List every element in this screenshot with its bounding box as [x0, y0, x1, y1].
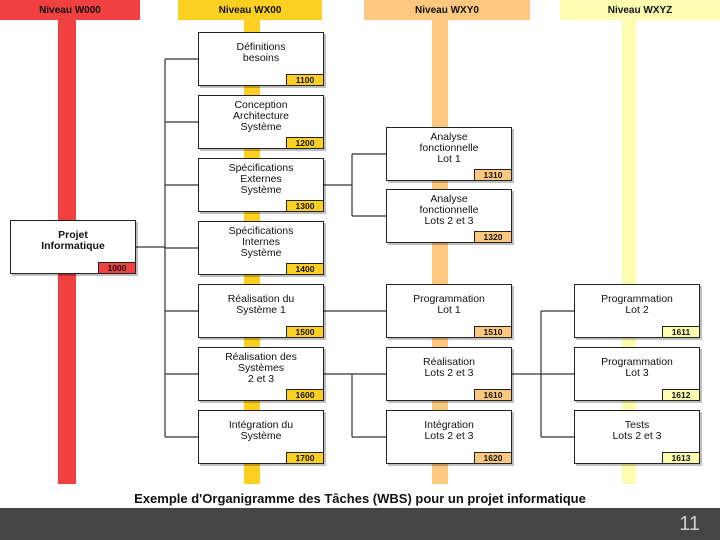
wbs-box-label: Analyse fonctionnelle Lot 1	[419, 130, 479, 165]
wbs-box-code: 1611	[662, 326, 700, 338]
wbs-box-code: 1400	[286, 263, 324, 275]
wbs-box-code: 1612	[662, 389, 700, 401]
wbs-box-1310: Analyse fonctionnelle Lot 1 1310	[386, 127, 512, 181]
wbs-box-label: Programmation Lot 2	[601, 293, 673, 316]
level-header-1: Niveau WX00	[178, 0, 322, 20]
wbs-box-label: Spécifications Internes Système	[228, 224, 294, 259]
wbs-box-1612: Programmation Lot 3 1612	[574, 347, 700, 401]
wbs-box-code: 1610	[474, 389, 512, 401]
level-header-3: Niveau WXYZ	[560, 0, 720, 20]
wbs-box-1610: Réalisation Lots 2 et 3 1610	[386, 347, 512, 401]
wbs-box-code: 1700	[286, 452, 324, 464]
page-number: 11	[679, 513, 700, 535]
wbs-box-label: Réalisation des Systèmes 2 et 3	[225, 350, 297, 385]
wbs-box-1200: Conception Architecture Système 1200	[198, 95, 324, 149]
wbs-box-code: 1000	[98, 262, 136, 274]
wbs-box-label: Spécifications Externes Système	[228, 161, 294, 196]
wbs-box-code: 1200	[286, 137, 324, 149]
wbs-box-label: Conception Architecture Système	[232, 98, 290, 133]
wbs-box-code: 1100	[286, 74, 324, 86]
wbs-box-1510: Programmation Lot 1 1510	[386, 284, 512, 338]
wbs-box-1300: Spécifications Externes Système 1300	[198, 158, 324, 212]
level-header-2: Niveau WXY0	[364, 0, 530, 20]
wbs-box-1320: Analyse fonctionnelle Lots 2 et 3 1320	[386, 189, 512, 243]
wbs-box-1000: Projet Informatique 1000	[10, 220, 136, 274]
wbs-box-1500: Réalisation du Système 1 1500	[198, 284, 324, 338]
wbs-box-code: 1620	[474, 452, 512, 464]
wbs-box-label: Intégration du Système	[228, 419, 294, 442]
wbs-box-1700: Intégration du Système 1700	[198, 410, 324, 464]
slide-footer-bar	[0, 508, 720, 540]
wbs-box-label: Définitions besoins	[236, 41, 286, 64]
level-header-0: Niveau W000	[0, 0, 140, 20]
wbs-box-label: Intégration Lots 2 et 3	[424, 419, 474, 442]
wbs-box-code: 1510	[474, 326, 512, 338]
wbs-box-label: Programmation Lot 3	[601, 356, 673, 379]
wbs-box-label: Tests Lots 2 et 3	[612, 419, 662, 442]
wbs-box-code: 1600	[286, 389, 324, 401]
wbs-box-label: Projet Informatique	[41, 229, 105, 252]
wbs-box-label: Réalisation du Système 1	[227, 293, 295, 316]
wbs-box-code: 1310	[474, 169, 512, 181]
diagram-caption: Exemple d'Organigramme des Tâches (WBS) …	[134, 491, 586, 506]
wbs-box-1400: Spécifications Internes Système 1400	[198, 221, 324, 275]
wbs-box-label: Analyse fonctionnelle Lots 2 et 3	[419, 192, 479, 227]
wbs-box-label: Réalisation Lots 2 et 3	[423, 356, 475, 379]
wbs-box-1600: Réalisation des Systèmes 2 et 3 1600	[198, 347, 324, 401]
wbs-box-label: Programmation Lot 1	[413, 293, 485, 316]
wbs-box-code: 1500	[286, 326, 324, 338]
wbs-box-code: 1300	[286, 200, 324, 212]
wbs-box-code: 1613	[662, 452, 700, 464]
wbs-box-1611: Programmation Lot 2 1611	[574, 284, 700, 338]
wbs-box-code: 1320	[474, 231, 512, 243]
